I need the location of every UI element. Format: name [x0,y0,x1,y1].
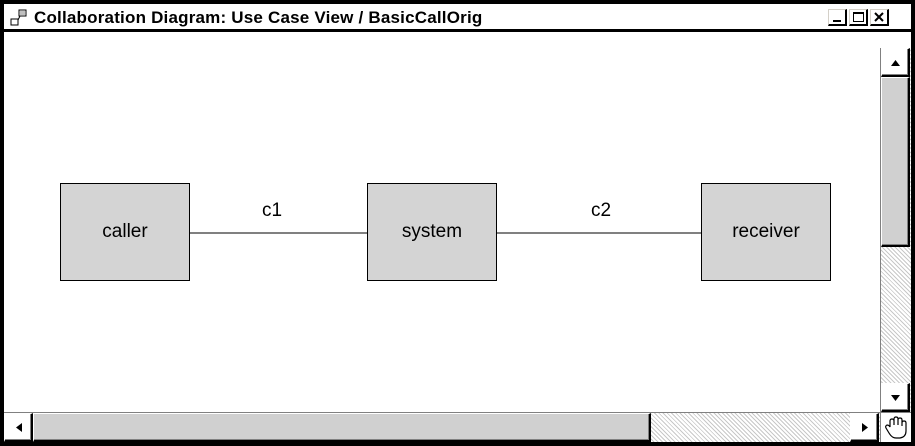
close-button[interactable] [870,9,889,26]
hand-icon [885,416,907,439]
arrow-right-icon [862,423,868,432]
scroll-down-button[interactable] [881,383,910,412]
object-receiver[interactable]: receiver [701,183,831,281]
object-system[interactable]: system [367,183,497,281]
link-lines [190,232,701,234]
object-caller[interactable]: caller [60,183,190,281]
title-bar[interactable]: Collaboration Diagram: Use Case View / B… [4,4,911,32]
scroll-up-button[interactable] [881,48,910,77]
minimize-icon [833,20,841,22]
scroll-right-button[interactable] [850,413,879,442]
minimize-button[interactable] [828,9,847,26]
close-icon [874,12,884,22]
arrow-down-icon [891,395,900,401]
link-label-c1[interactable]: c1 [262,200,283,221]
arrow-up-icon [891,60,900,66]
diagram-canvas[interactable]: caller system receiver c1 c2 [4,32,880,412]
scroll-left-button[interactable] [4,413,33,442]
window-title: Collaboration Diagram: Use Case View / B… [34,8,483,27]
link-label-c2[interactable]: c2 [591,200,612,221]
collaboration-diagram-icon[interactable] [10,9,28,27]
vertical-scroll-thumb[interactable] [881,77,910,247]
horizontal-scroll-thumb[interactable] [33,413,651,442]
arrow-left-icon [16,423,22,432]
maximize-button[interactable] [849,9,868,26]
maximize-icon [853,12,864,22]
vertical-scrollbar[interactable] [880,48,911,412]
size-grip[interactable] [880,412,911,442]
horizontal-scrollbar[interactable] [4,412,880,442]
